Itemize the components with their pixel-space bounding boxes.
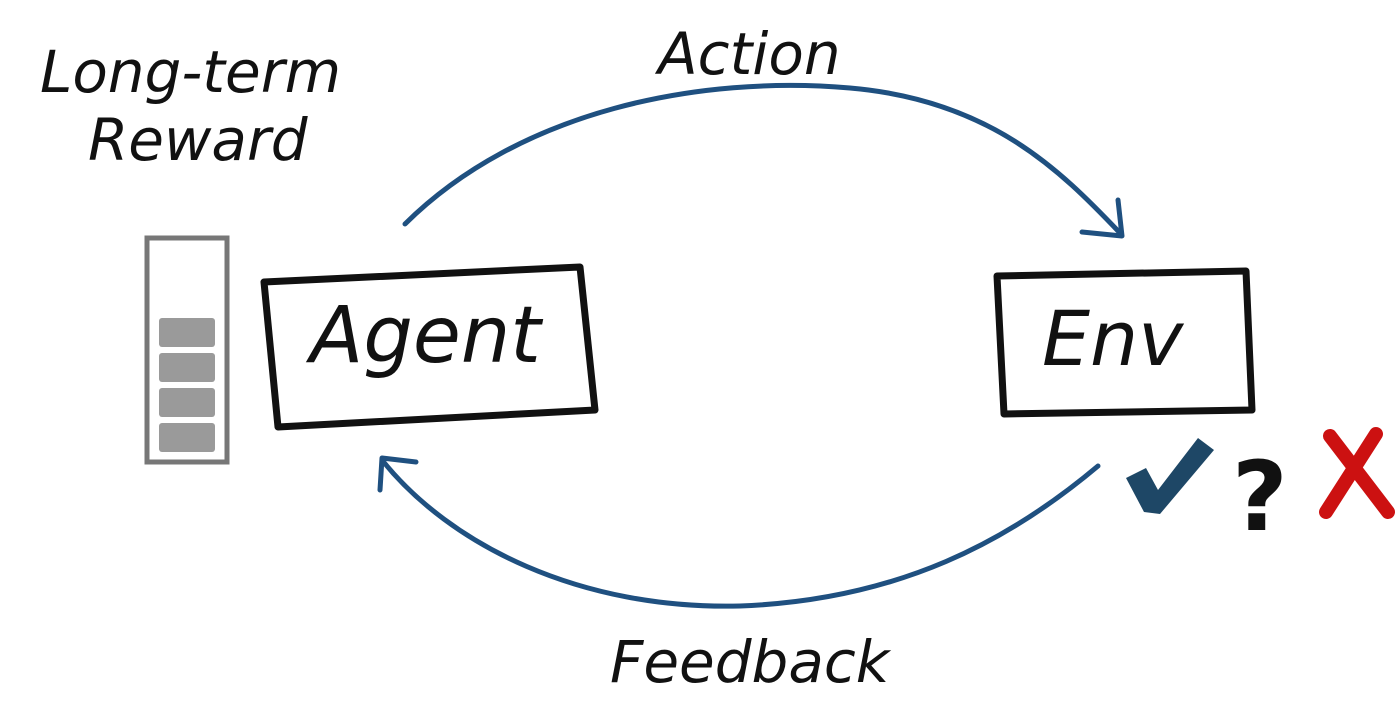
reward-meter-segment <box>159 353 215 382</box>
feedback-arrow-curve <box>379 457 1101 609</box>
question-mark-icon: ? <box>1232 441 1288 553</box>
action-arrow: Action <box>402 20 1125 239</box>
reward-meter <box>144 235 230 465</box>
reward-meter-frame <box>144 235 230 465</box>
outcome-icons: ? <box>1126 427 1395 553</box>
action-arrow-curve <box>402 82 1123 236</box>
reward-label-line-1: Long-term <box>40 38 341 106</box>
reward-label-line-2: Reward <box>88 106 309 174</box>
feedback-label: Feedback <box>610 628 892 696</box>
feedback-arrowhead <box>377 455 419 493</box>
reward-meter-segment <box>159 318 215 347</box>
reward-meter-segment <box>159 388 215 417</box>
reward-label: Long-term Reward <box>40 38 341 174</box>
agent-box: Agent <box>260 263 599 431</box>
check-icon <box>1126 438 1214 514</box>
env-box-outline <box>993 267 1256 418</box>
agent-box-outline <box>260 263 599 431</box>
action-arrowhead <box>1079 197 1125 239</box>
env-label: Env <box>1042 294 1184 383</box>
action-label: Action <box>654 20 841 88</box>
reward-meter-segment <box>159 423 215 452</box>
cross-icon <box>1319 427 1395 519</box>
feedback-arrow: Feedback <box>377 455 1101 696</box>
agent-label: Agent <box>305 291 543 381</box>
env-box: Env <box>993 267 1256 418</box>
